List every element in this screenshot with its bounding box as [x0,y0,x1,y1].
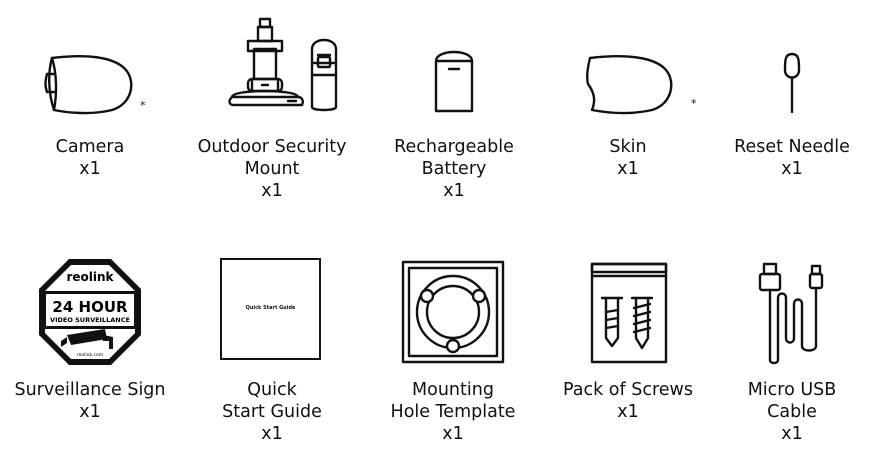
skin-icon [582,52,682,117]
guide-icon: Quick Start Guide [220,258,321,360]
mount-label: Outdoor Security Mount x1 [187,136,357,202]
screws-label: Pack of Screws x1 [553,379,703,423]
battery-name: Rechargeable [394,137,514,157]
sign-name: Surveillance Sign [14,380,166,400]
usb-cable-label: Micro USB Cable x1 [722,379,862,445]
usb-cable-name-2: Cable [767,402,817,422]
template-name: Mounting [412,380,494,400]
needle-qty: x1 [781,159,803,179]
battery-qty: x1 [443,181,465,201]
mount-icon [226,17,341,112]
battery-label: Rechargeable Battery x1 [374,136,534,202]
template-qty: x1 [442,424,464,444]
screws-name: Pack of Screws [563,380,693,400]
camera-asterisk: * [140,99,146,112]
guide-name: Quick [247,380,297,400]
screws-icon [590,262,668,364]
sign-brand-text: reolink [66,270,114,284]
sign-subline-text: VIDEO SURVEILLANCE [50,316,130,324]
usb-cable-icon [758,258,828,366]
mount-qty: x1 [261,181,283,201]
battery-icon [433,45,475,115]
sign-url-text: reolink.com [77,352,103,358]
skin-qty: x1 [617,159,639,179]
needle-name: Reset Needle [734,137,850,157]
sign-qty: x1 [79,402,101,422]
camera-qty: x1 [79,159,101,179]
camera-label: Camera x1 [30,136,150,180]
guide-cover-text: Quick Start Guide [245,305,296,311]
needle-label: Reset Needle x1 [722,136,862,180]
guide-name-2: Start Guide [222,402,322,422]
mount-name: Outdoor Security [197,137,347,157]
battery-name-2: Battery [421,159,487,179]
needle-icon [781,50,803,114]
camera-icon [44,52,139,117]
sign-headline-text: 24 HOUR [52,298,128,316]
skin-label: Skin x1 [578,136,678,180]
usb-cable-qty: x1 [781,424,803,444]
skin-asterisk: * [691,97,697,110]
template-name-2: Hole Template [390,402,516,422]
surveillance-sign-icon: reolink 24 HOUR VIDEO SURVEILLANCE reoli… [37,257,143,367]
template-icon [401,260,505,364]
camera-name: Camera [55,137,125,157]
usb-cable-name: Micro USB [747,380,837,400]
skin-name: Skin [609,137,647,157]
screws-qty: x1 [617,402,639,422]
template-label: Mounting Hole Template x1 [373,379,533,445]
sign-label: Surveillance Sign x1 [5,379,175,423]
mount-name-2: Mount [244,159,300,179]
guide-label: Quick Start Guide x1 [192,379,352,445]
guide-qty: x1 [261,424,283,444]
